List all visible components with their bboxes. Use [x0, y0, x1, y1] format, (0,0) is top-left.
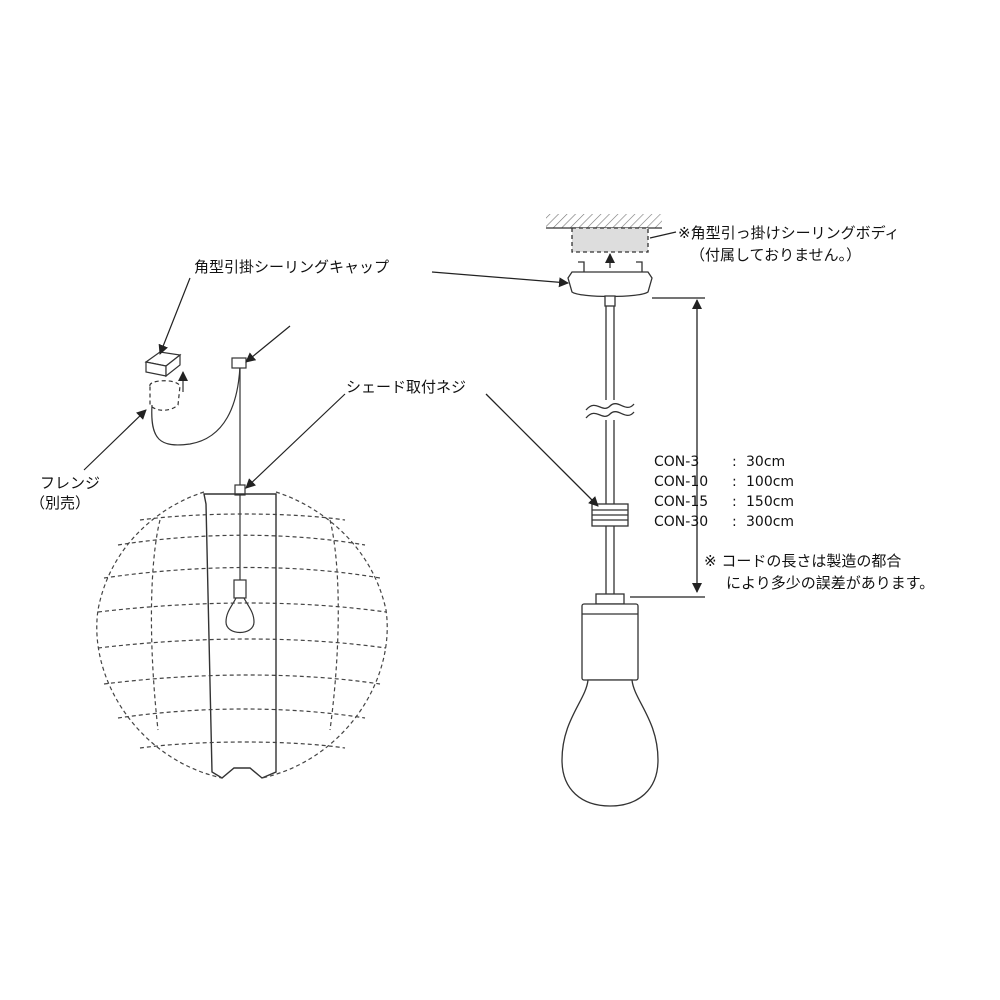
leader-shade-screw-left: [245, 393, 346, 489]
cord-model: CON-30: [654, 514, 709, 530]
leader-shade-screw-right: [485, 393, 599, 507]
cord-length-row: CON-10 : 100cm: [654, 472, 794, 492]
cord-length-row: CON-30 : 300cm: [654, 512, 794, 532]
cord-break: [585, 403, 635, 411]
bulb-socket-small: [233, 579, 247, 599]
cord-length: 150cm: [746, 494, 795, 510]
colon: :: [732, 474, 737, 490]
right-pendant-illustration: [431, 214, 705, 807]
shade-paper: [96, 491, 388, 779]
leader-hook: [245, 325, 291, 363]
leader-ceiling-cap-right: [431, 271, 569, 288]
ceiling-cap-right: [567, 271, 653, 298]
colon: :: [732, 494, 737, 510]
cord-length: 300cm: [746, 514, 795, 530]
leader-ceiling-cap-left: [158, 277, 191, 355]
ceiling-body-dashed: [571, 227, 649, 253]
hook-top: [231, 357, 247, 369]
label-cord-note-sub: により多少の誤差があります。: [726, 574, 935, 592]
bulb-large: [561, 679, 659, 807]
ceiling-cap-small: [144, 351, 182, 378]
cord-length-table: CON-3 : 30cm CON-10 : 100cm CON-15 : 150…: [654, 452, 794, 532]
flange-dashed: [149, 380, 181, 411]
cord-model: CON-10: [654, 474, 709, 490]
cord-length: 30cm: [746, 454, 786, 470]
bulb-small: [225, 597, 255, 634]
leader-body-note: [649, 231, 677, 239]
cord-model: CON-15: [654, 494, 709, 510]
colon: :: [732, 454, 737, 470]
bulb-socket-large: [581, 593, 639, 681]
cord-model: CON-3: [654, 454, 700, 470]
label-flange: フレンジ: [40, 474, 101, 492]
left-pendant-illustration: [83, 277, 388, 779]
label-body-note-sub: （付属しておりません。）: [690, 246, 862, 264]
label-ceiling-cap: 角型引掛シーリングキャップ: [194, 258, 390, 276]
shade-screw-right: [591, 503, 629, 527]
cord-length: 100cm: [746, 474, 795, 490]
cord-length-row: CON-3 : 30cm: [654, 452, 794, 472]
label-body-note: ※角型引っ掛けシーリングボディ: [678, 224, 900, 242]
leader-flange: [83, 409, 147, 471]
colon: :: [732, 514, 737, 530]
ceiling: [546, 214, 662, 228]
label-flange-note: （別売）: [30, 494, 91, 512]
label-shade-screw: シェード取付ネジ: [346, 378, 467, 396]
cord-length-row: CON-15 : 150cm: [654, 492, 794, 512]
label-cord-note: ※ コードの長さは製造の都合: [704, 552, 902, 570]
cord-curve: [151, 365, 241, 446]
shade-frame: [203, 493, 277, 779]
